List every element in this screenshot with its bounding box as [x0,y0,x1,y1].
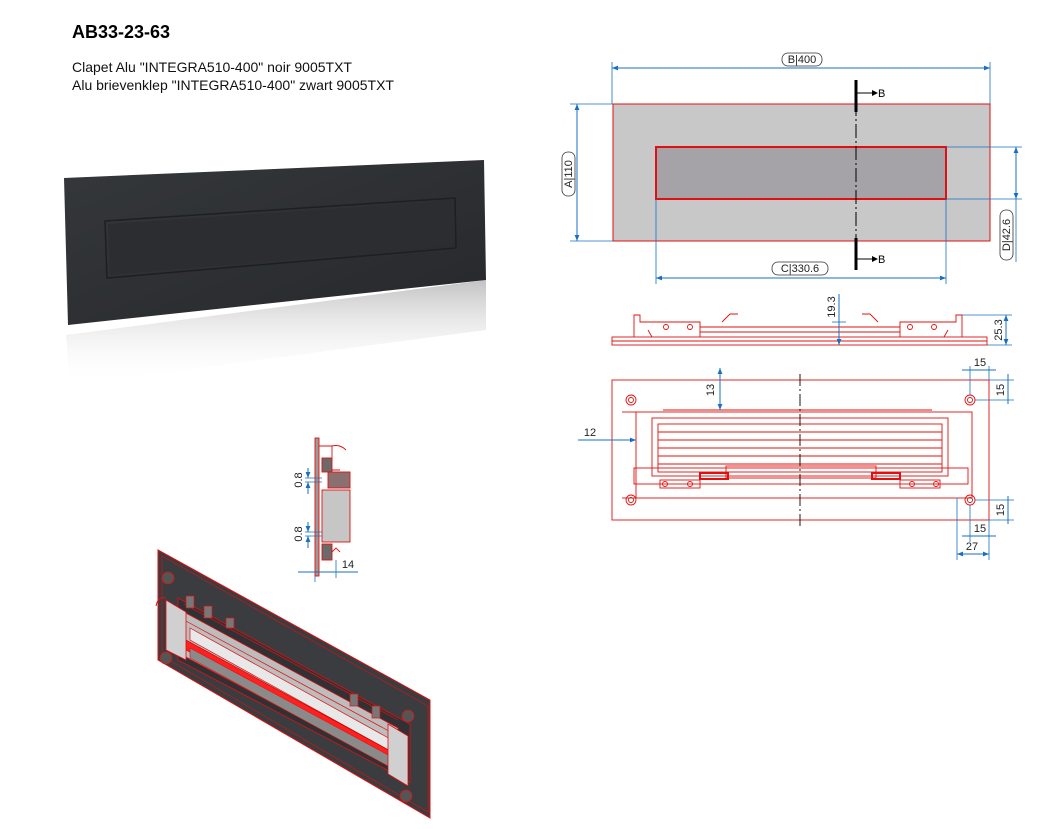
dim-hole-y-top-label: 15 [995,384,1007,396]
section-view: 0.8 0.8 14 [293,437,358,582]
side-view [611,313,988,346]
section-mark-bottom: B [878,254,885,266]
dim-total-label: 25.3 [993,319,1005,340]
dim-hole-y-bottom-label: 15 [995,504,1007,516]
dim-depth-label: 19.3 [826,296,838,317]
product-render [64,160,486,385]
product-flap [108,201,453,275]
dim-hole-x-bottom-label: 15 [974,523,986,535]
rear-view-dims: 13 12 15 15 15 15 27 [578,357,1014,560]
rear-plate [611,379,990,521]
dim-hole-x-top-label: 15 [974,357,986,369]
product-shadow [66,280,486,385]
document-title: AB33-23-63 [72,22,171,42]
dim-c-label: C|330.6 [781,263,819,275]
rear-hole-top-left [625,394,637,406]
dim-top-offset-label: 13 [705,384,717,396]
product-flap-outline [104,197,457,279]
description-dutch: Alu brievenklep "INTEGRA510-400" zwart 9… [72,77,394,93]
dim-edge-27-label: 27 [966,541,978,553]
dim-width-label: 14 [342,559,354,571]
rear-hole-bottom-right [964,494,976,506]
section-plate [314,437,320,577]
section-mark-top: B [878,88,885,100]
rear-hole-top-right [964,394,976,406]
rear-hole-bottom-left [625,494,637,506]
isometric-view [155,549,431,819]
dim-b-label: B|400 [788,54,817,66]
side-view-dims: 19.3 25.3 [826,294,1012,346]
dim-a-label: A|110 [563,160,575,188]
front-view: B|400 A|110 D|42.6 C|330.6 B B [561,52,1022,284]
description-french: Clapet Alu "INTEGRA510-400" noir 9005TXT [72,59,352,75]
dim-left-offset-label: 12 [584,427,596,439]
front-slot [655,146,947,200]
dim-lower-label: 0.8 [293,526,305,541]
dim-d-label: D|42.6 [1001,219,1013,251]
rear-view [611,379,990,521]
dim-upper-label: 0.8 [293,472,305,487]
